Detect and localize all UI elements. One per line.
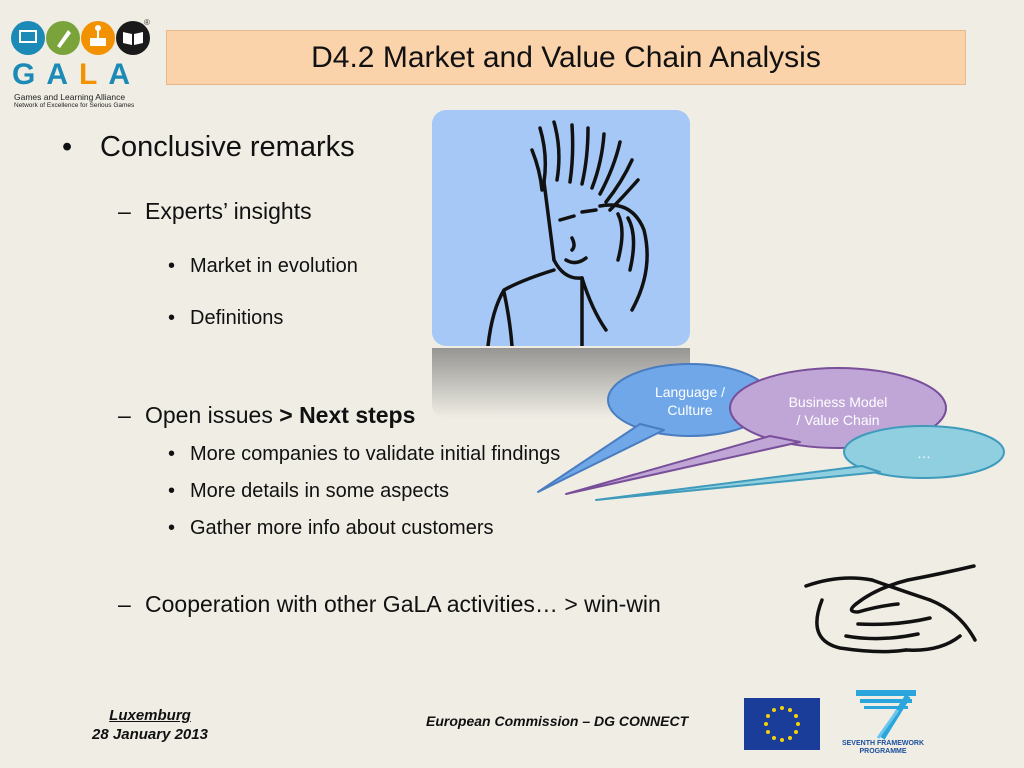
bullet-marker: •	[168, 480, 176, 502]
gala-logo: GALA Games and Learning Alliance Network…	[10, 18, 150, 109]
thinking-person-sketch	[486, 120, 649, 346]
logo-tagline: Games and Learning Alliance	[14, 92, 126, 102]
callout-business-text: Business Model / Value Chain	[788, 394, 888, 428]
bullet-marker: •	[168, 443, 176, 465]
next-steps-label: > Next steps	[279, 402, 416, 428]
callout-more-bubble	[595, 425, 1005, 501]
registered-mark: ®	[144, 18, 150, 27]
fp7-logo-icon	[856, 690, 916, 740]
computer-icon	[11, 21, 45, 55]
bullet-conclusive-remarks: •Conclusive remarks	[62, 131, 355, 163]
gala-logo-icons	[11, 21, 150, 55]
handshake-sketch	[804, 564, 977, 654]
dash-marker: –	[118, 402, 131, 428]
dash-marker: –	[118, 591, 131, 617]
slide-title: D4.2 Market and Value Chain Analysis	[311, 40, 821, 74]
thinking-person-picture	[432, 110, 690, 346]
bullet-open-issues: –Open issues > Next steps	[118, 402, 416, 428]
bullet-marker: •	[168, 517, 176, 539]
bullet-market-evolution: •Market in evolution	[168, 255, 358, 277]
dash-marker: –	[118, 198, 131, 224]
callout-more-text: …	[917, 445, 931, 461]
bullet-more-companies: •More companies to validate initial find…	[168, 443, 561, 465]
fp7-caption: SEVENTH FRAMEWORK PROGRAMME	[841, 740, 925, 755]
footer-commission: European Commission – DG CONNECT	[426, 713, 689, 729]
footer-date: 28 January 2013	[92, 726, 208, 743]
book-icon	[116, 21, 150, 55]
title-bar: D4.2 Market and Value Chain Analysis	[166, 30, 966, 85]
logo-subtagline: Network of Excellence for Serious Games	[14, 102, 135, 109]
bullet-experts-insights: –Experts’ insights	[118, 198, 312, 224]
gala-wordmark: GALA	[12, 58, 142, 91]
footer-location-date: Luxemburg 28 January 2013	[70, 706, 230, 744]
bullet-gather-info: •Gather more info about customers	[168, 517, 494, 539]
bullet-marker: •	[168, 255, 176, 277]
callout-language-text: Language / Culture	[654, 384, 726, 418]
bullet-definitions: •Definitions	[168, 307, 284, 329]
bullet-more-details: •More details in some aspects	[168, 480, 450, 502]
footer-place: Luxemburg	[109, 707, 191, 724]
bullet-marker: •	[168, 307, 176, 329]
bullet-cooperation: –Cooperation with other GaLA activities……	[118, 591, 661, 617]
eu-flag-icon	[744, 698, 820, 750]
bullet-marker: •	[62, 131, 73, 163]
